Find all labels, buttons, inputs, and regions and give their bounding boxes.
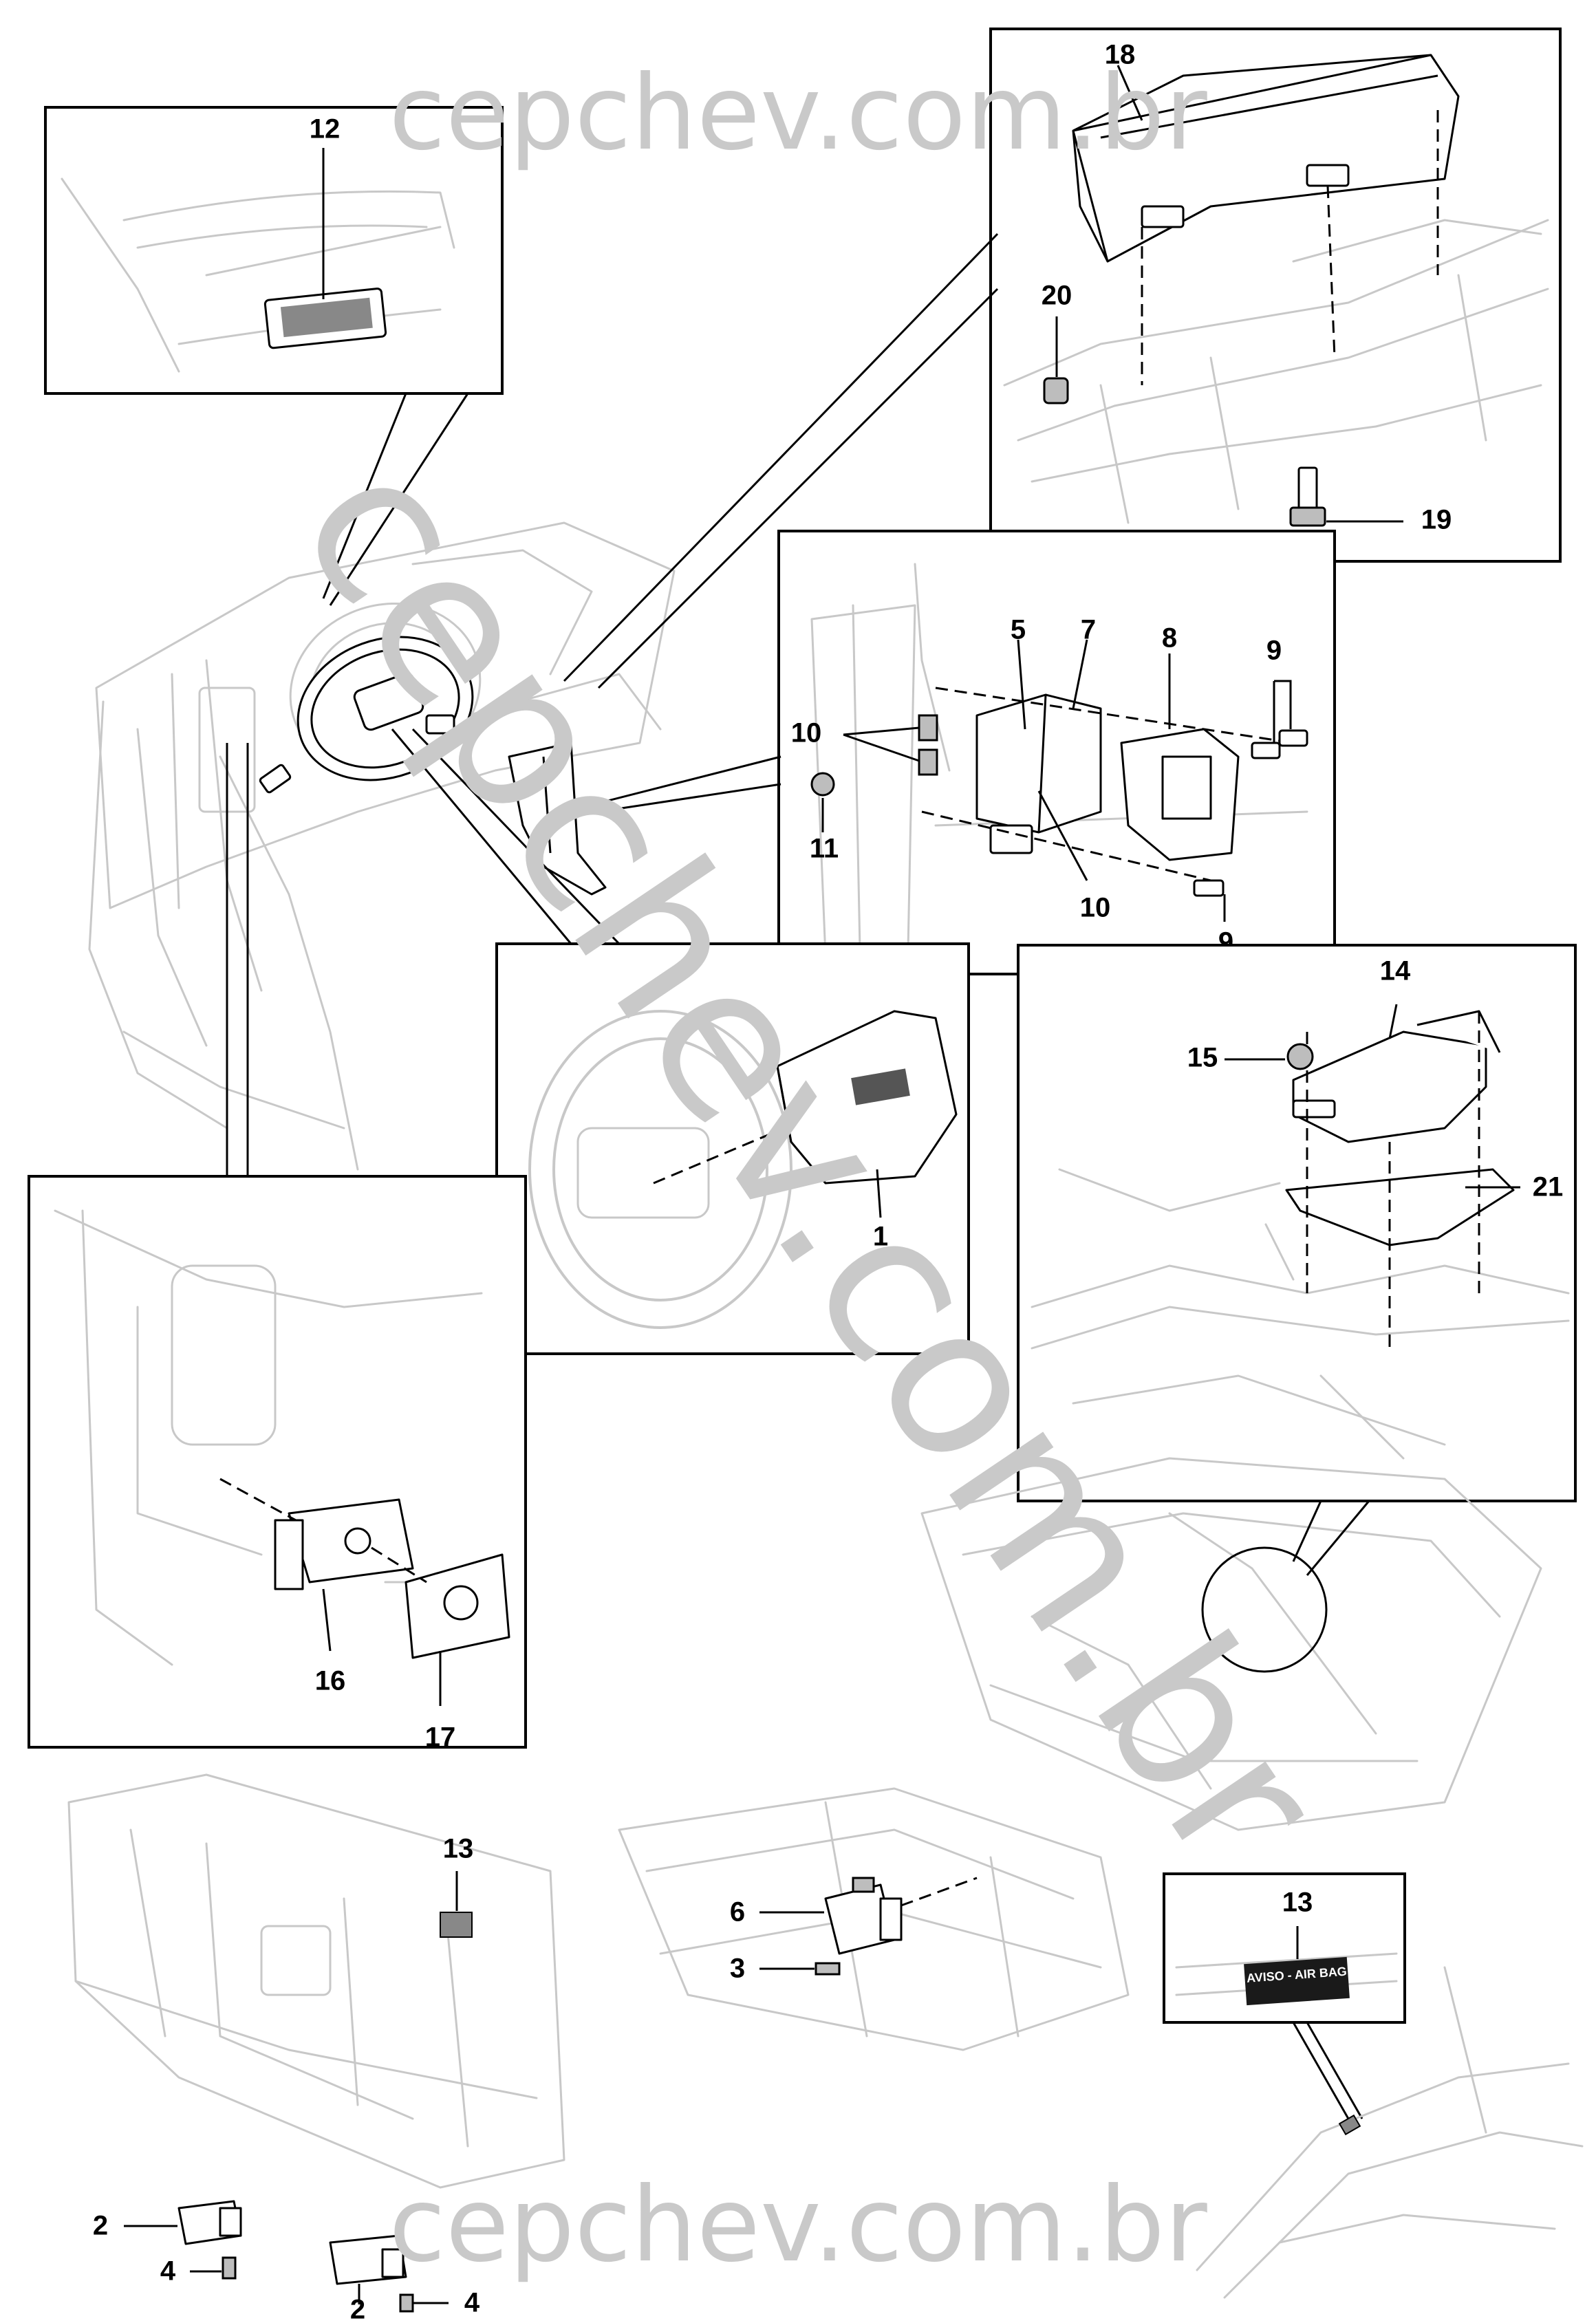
- radiator-area-ghost: [1196, 1966, 1584, 2299]
- panel-sun-visor-label: 12: [44, 106, 504, 395]
- callout-6: 6: [730, 1897, 745, 1927]
- callout-11: 11: [810, 834, 839, 864]
- panel-warning-label: AVISO - AIR BAG 13: [1163, 1872, 1406, 2024]
- callout-3: 3: [730, 1954, 745, 1984]
- floor-pan-ghost: [920, 1457, 1542, 1831]
- callout-7: 7: [1081, 615, 1096, 645]
- callout-12: 12: [310, 114, 341, 144]
- callout-2b: 2: [350, 2295, 365, 2320]
- callout-14: 14: [1380, 956, 1411, 986]
- callout-2a: 2: [93, 2211, 108, 2241]
- callout-9a: 9: [1266, 636, 1282, 666]
- radiator-support-ghost: [67, 1773, 565, 2189]
- front-sensors: 13 2 4 2 4: [93, 1834, 480, 2323]
- frame-sensor: 6 3: [730, 1877, 978, 1984]
- panel-passenger-airbag: 18 20 19: [989, 28, 1562, 563]
- callout-17: 17: [425, 1722, 456, 1753]
- watermark-bottom: cepchev.com.br: [389, 2165, 1207, 2285]
- callout-19: 19: [1421, 505, 1452, 535]
- callout-8: 8: [1162, 623, 1177, 653]
- callout-10a: 10: [791, 718, 822, 748]
- watermark-top: cepchev.com.br: [389, 54, 1207, 173]
- panel-floor-sensor: 14 15 21: [1017, 944, 1577, 1502]
- callout-13b: 13: [1282, 1888, 1313, 1918]
- kick-panel-bracket: [508, 742, 607, 896]
- panel-driver-airbag: 1: [495, 942, 970, 1355]
- callout-10b: 10: [1080, 893, 1111, 923]
- callout-1: 1: [873, 1222, 888, 1252]
- callout-4a: 4: [160, 2256, 176, 2287]
- callout-16: 16: [315, 1666, 346, 1696]
- callout-20: 20: [1042, 281, 1072, 311]
- callout-21: 21: [1533, 1172, 1564, 1202]
- callout-18: 18: [1105, 40, 1136, 70]
- callout-5: 5: [1011, 615, 1026, 645]
- callout-4b: 4: [464, 2288, 480, 2318]
- steering-wheel-small: [259, 636, 474, 794]
- panel-sdm-kick-panel: 5 7 8 9 9 10 10 11: [777, 530, 1336, 975]
- callout-15: 15: [1187, 1043, 1218, 1073]
- callout-13a: 13: [443, 1834, 474, 1864]
- panel-airbag-switch: 16 17: [28, 1175, 527, 1753]
